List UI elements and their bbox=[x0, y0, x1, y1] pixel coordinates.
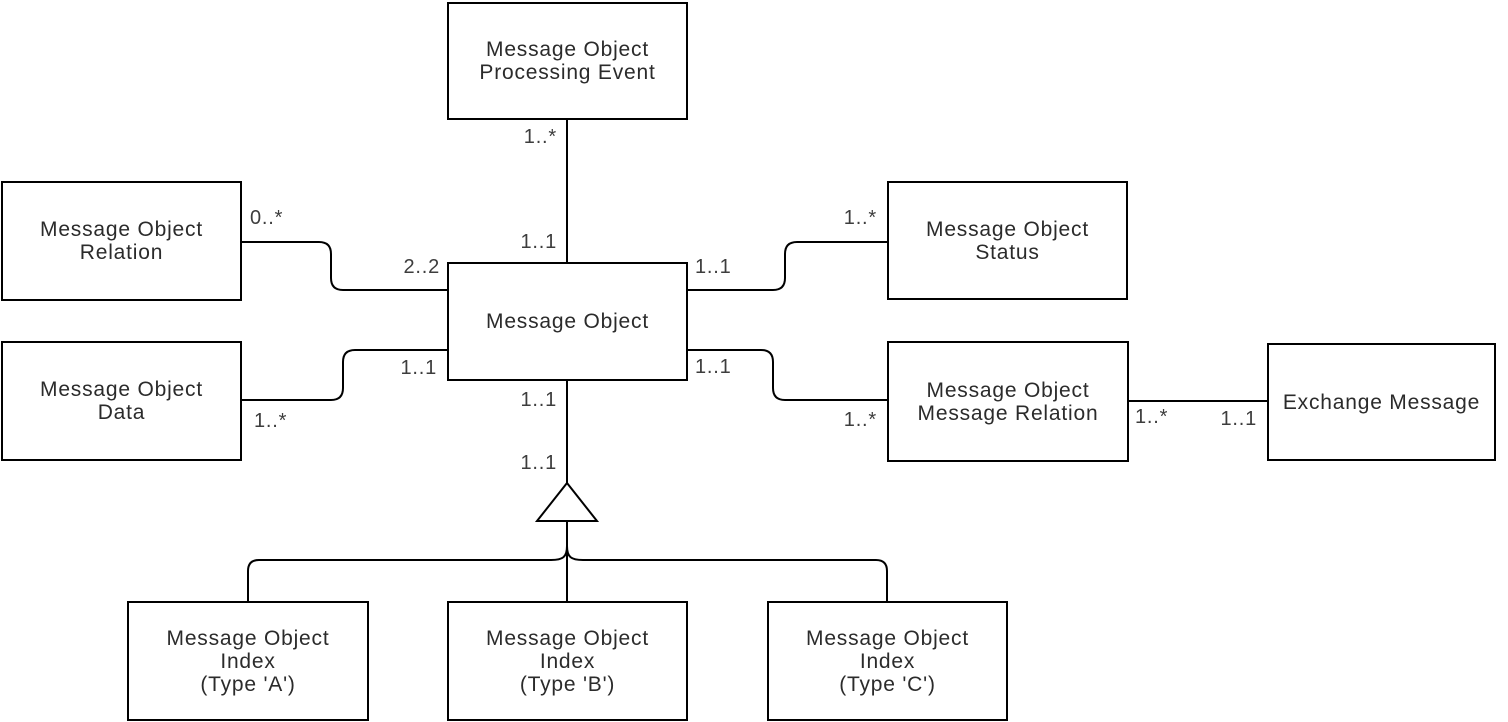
entity-label-line: Message Object bbox=[40, 218, 203, 241]
entity-label-line: Message Object bbox=[486, 310, 649, 333]
cardinality-label: 1..1 bbox=[695, 356, 732, 378]
entity-label-line: (Type 'C') bbox=[839, 672, 936, 696]
cardinality-label: 1..1 bbox=[400, 357, 437, 379]
entity-label-line: Message Object bbox=[926, 378, 1090, 402]
cardinality-label: 1..* bbox=[254, 410, 288, 432]
entity-label-line: Message Object bbox=[166, 626, 330, 650]
entity-message-object-index-type-b[interactable]: Message Object Index (Type 'B') bbox=[447, 601, 688, 721]
cardinality-label: 1..1 bbox=[520, 452, 557, 474]
entity-label-line: Message Object bbox=[486, 38, 649, 61]
cardinality-label: 1..* bbox=[1135, 406, 1169, 428]
entity-label-line: Index bbox=[220, 649, 276, 673]
entity-label-line: (Type 'A') bbox=[200, 672, 296, 696]
cardinality-label: 1..1 bbox=[1220, 408, 1257, 430]
entity-label-line: (Type 'B') bbox=[519, 672, 616, 696]
cardinality-label: 1..1 bbox=[520, 231, 557, 253]
entity-label-line: Index bbox=[859, 649, 916, 673]
entity-message-object-status[interactable]: Message Object Status bbox=[887, 181, 1128, 300]
connector-message-object-to-status bbox=[687, 241, 887, 291]
entity-message-object-index-type-a[interactable]: Message Object Index (Type 'A') bbox=[127, 601, 369, 721]
connector-message-object-to-message-relation bbox=[687, 349, 887, 401]
entity-label-line: Data bbox=[97, 401, 146, 424]
entity-exchange-message[interactable]: Exchange Message bbox=[1267, 343, 1496, 461]
connector-relation-to-message-object bbox=[242, 241, 447, 291]
cardinality-label: 1..* bbox=[843, 207, 877, 229]
entity-label-line: Exchange Message bbox=[1282, 390, 1481, 414]
cardinality-label: 0..* bbox=[250, 207, 284, 229]
entity-message-object-message-relation[interactable]: Message Object Message Relation bbox=[887, 341, 1129, 462]
entity-label-line: Message Relation bbox=[917, 401, 1099, 425]
entity-label-line: Processing Event bbox=[479, 61, 656, 84]
cardinality-label: 1..1 bbox=[520, 389, 557, 411]
entity-label-line: Index bbox=[539, 649, 596, 673]
entity-message-object-processing-event[interactable]: Message Object Processing Event bbox=[447, 2, 688, 120]
entity-label-line: Message Object bbox=[926, 217, 1089, 241]
entity-message-object-data[interactable]: Message Object Data bbox=[1, 341, 242, 461]
entity-label-line: Status bbox=[975, 240, 1040, 264]
cardinality-label: 1..* bbox=[843, 409, 877, 431]
entity-label-line: Message Object bbox=[40, 378, 203, 401]
connector-generalization-to-index-a bbox=[247, 545, 568, 601]
entity-label-line: Message Object bbox=[486, 626, 649, 650]
entity-label-line: Relation bbox=[79, 241, 164, 264]
generalization-triangle-icon bbox=[534, 481, 600, 522]
entity-message-object-relation[interactable]: Message Object Relation bbox=[1, 181, 242, 301]
connector-data-to-message-object bbox=[242, 349, 447, 401]
entity-label-line: Message Object bbox=[806, 626, 969, 650]
connector-generalization-to-index-c bbox=[566, 545, 888, 601]
entity-message-object-index-type-c[interactable]: Message Object Index (Type 'C') bbox=[767, 601, 1008, 721]
entity-message-object[interactable]: Message Object bbox=[447, 262, 688, 381]
cardinality-label: 1..1 bbox=[695, 256, 732, 278]
cardinality-label: 1..* bbox=[523, 126, 557, 148]
cardinality-label: 2..2 bbox=[403, 256, 440, 278]
